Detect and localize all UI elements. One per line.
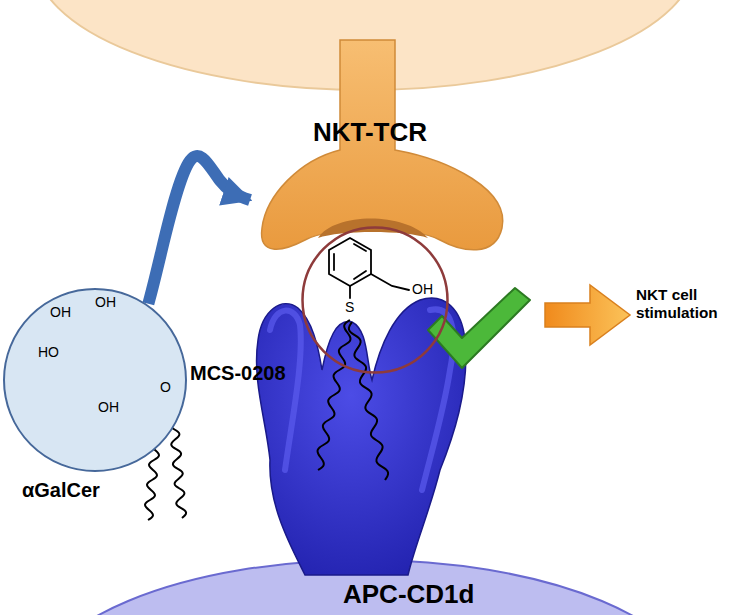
circle-outline xyxy=(303,228,448,373)
atom-label: OH xyxy=(412,282,433,297)
lipid-tail xyxy=(318,320,351,470)
lipid-tail xyxy=(349,322,388,480)
outcome-label: NKT cell stimulation xyxy=(636,286,730,321)
circle-outline xyxy=(4,289,186,471)
ligand-circle: SOHMCS-0208 xyxy=(300,225,450,375)
node-label: αGalCer xyxy=(22,479,100,501)
circle-outline xyxy=(300,225,450,375)
benzene-ring xyxy=(329,238,409,298)
atom-label: S xyxy=(345,300,354,315)
sugar-circle: OHOHHOOHOαGalCer xyxy=(2,287,188,473)
block-arrow xyxy=(545,285,630,345)
node-label: NKT-TCR xyxy=(250,118,490,147)
receptor-node: NKT-TCR xyxy=(250,60,490,260)
cd1d-helix xyxy=(270,311,301,470)
check-mark xyxy=(428,288,530,368)
node-label: APC-CD1d xyxy=(343,580,474,609)
node-label: MCS-0208 xyxy=(190,362,286,384)
curved-arrow xyxy=(148,156,250,304)
cd1d-node: APC-CD1d xyxy=(250,300,480,610)
atom-label: HO xyxy=(38,345,59,360)
atom-label: OH xyxy=(95,295,116,310)
atom-label: OH xyxy=(98,400,119,415)
atom-label: O xyxy=(160,380,171,395)
atom-label: OH xyxy=(50,305,71,320)
